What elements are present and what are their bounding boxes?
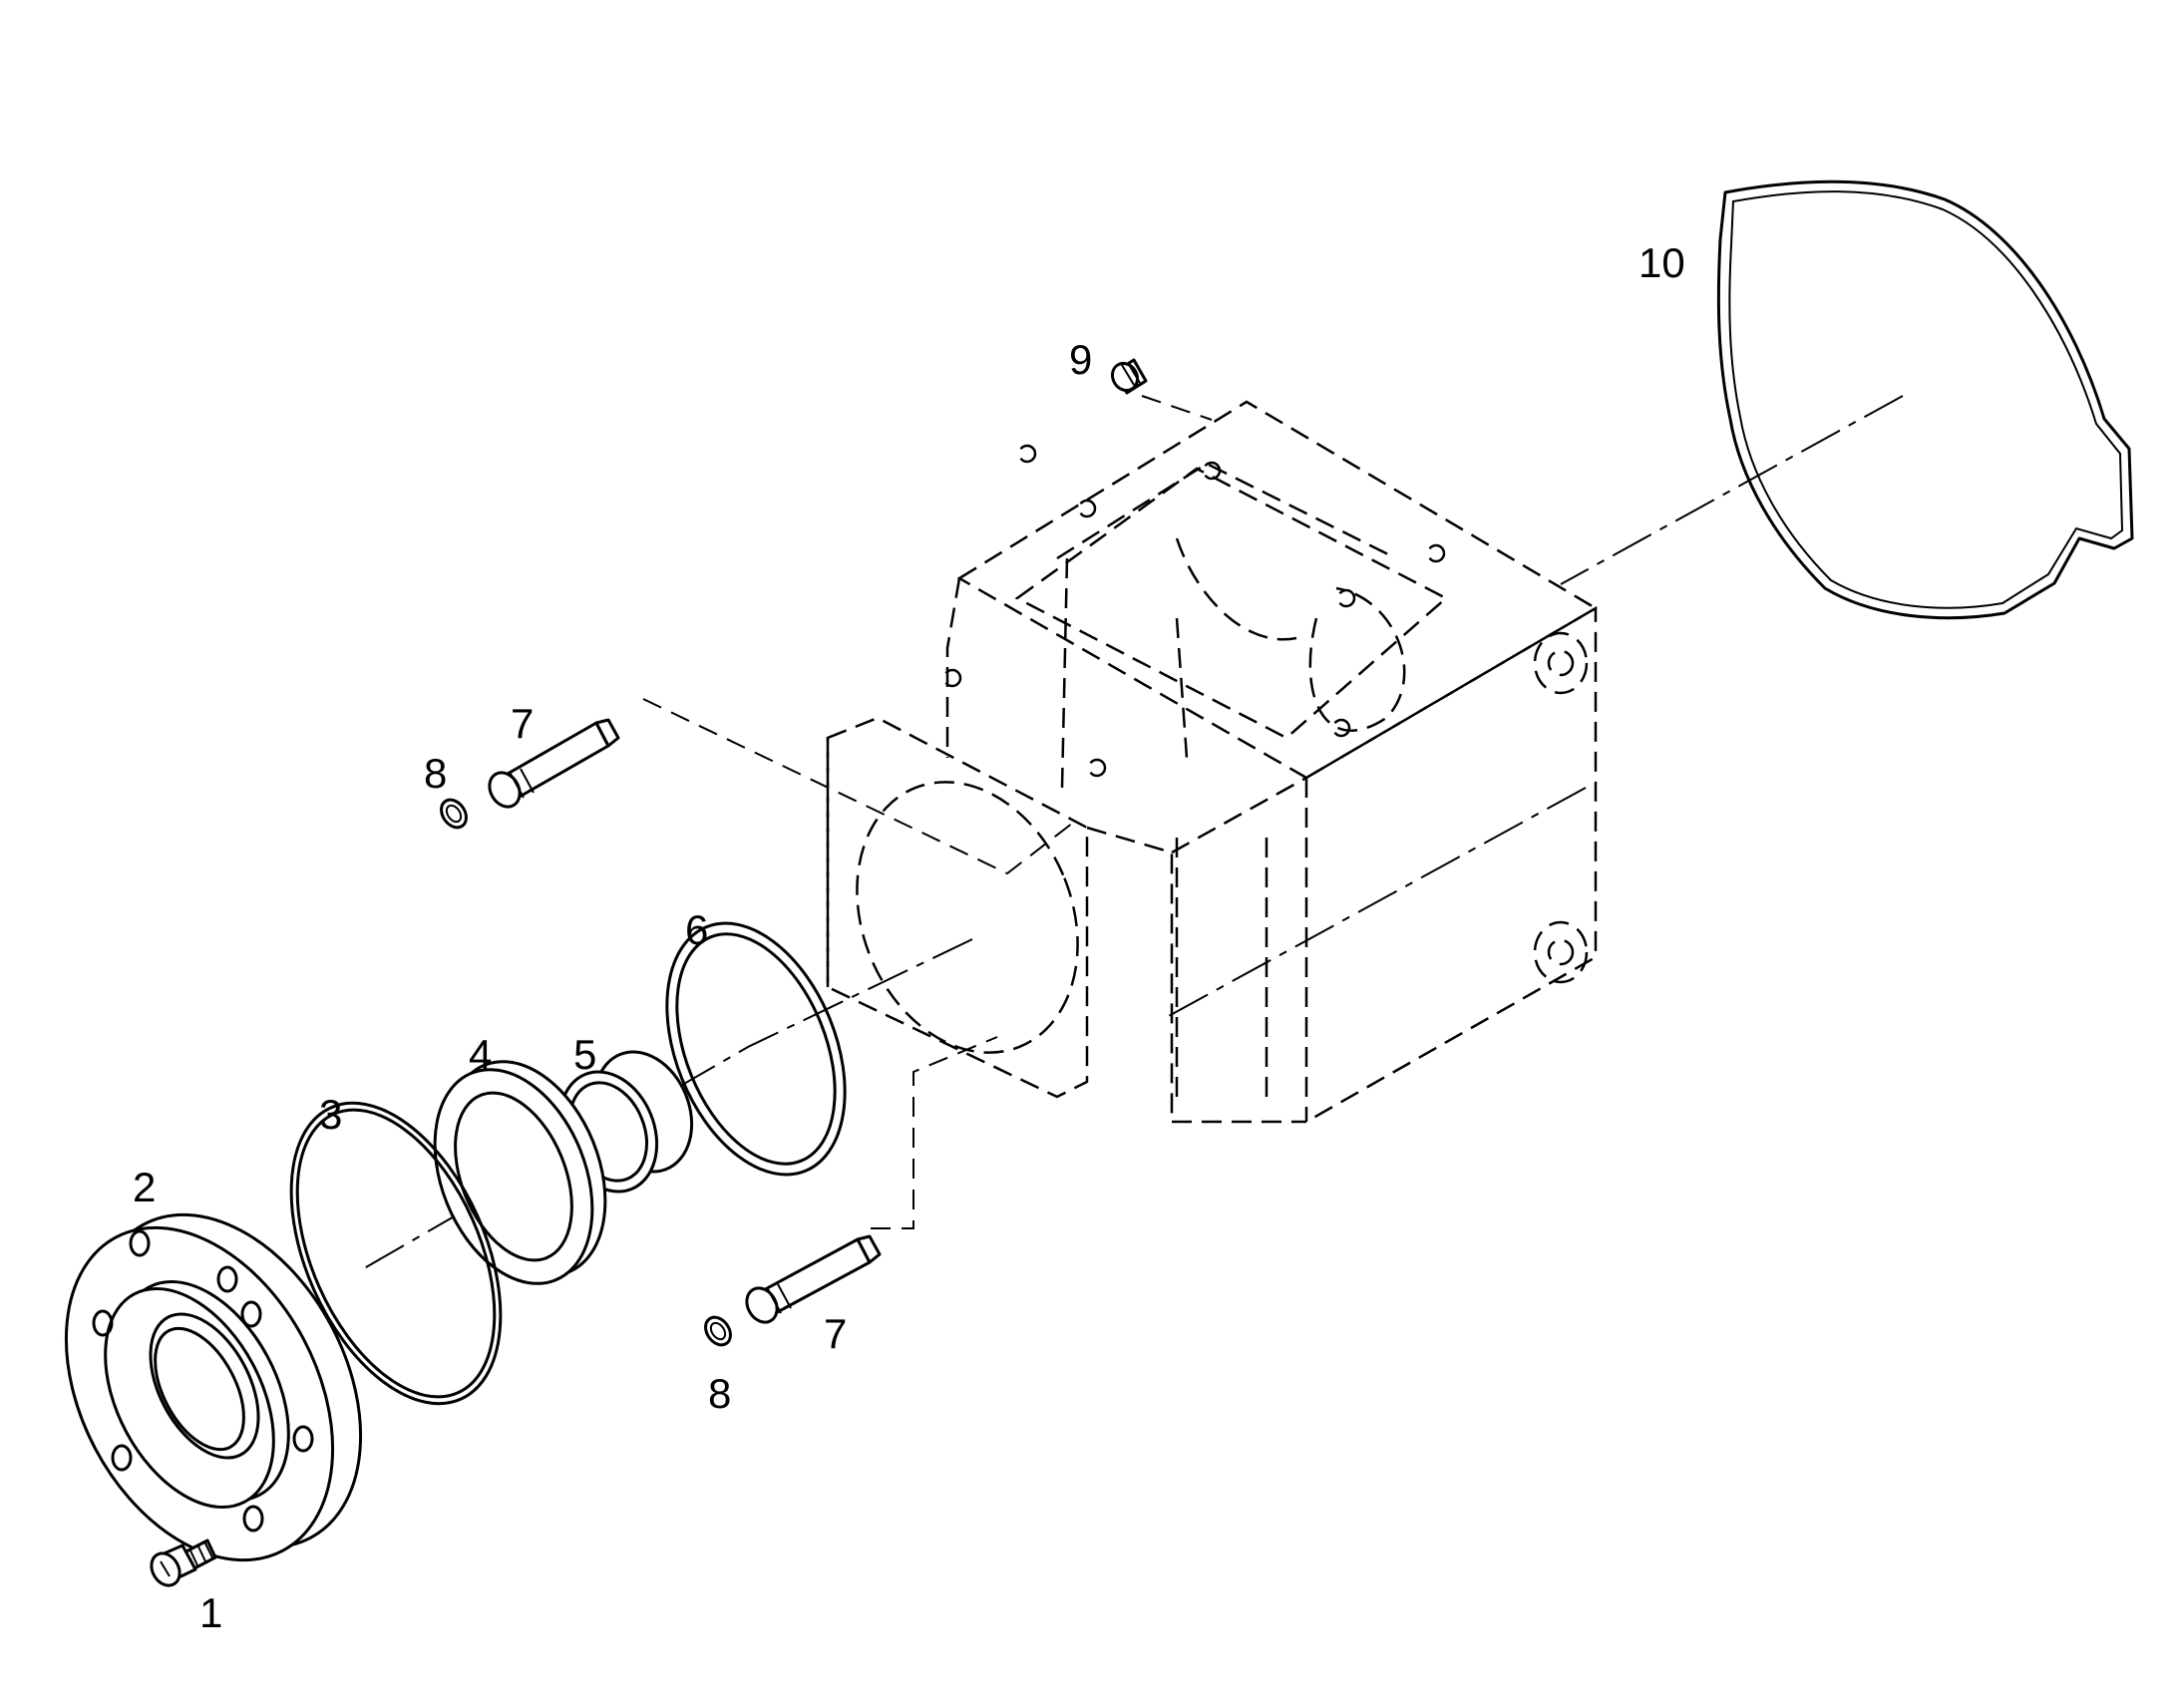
seal-ring-part-4 — [433, 1060, 607, 1285]
washer-part-8-lower — [704, 1315, 732, 1347]
callout-6: 6 — [685, 906, 708, 953]
callout-10: 10 — [1638, 239, 1685, 286]
washer-part-8-upper — [440, 798, 468, 830]
callout-2: 2 — [133, 1164, 156, 1210]
cover-part-2 — [64, 1212, 363, 1562]
gasket-part-10 — [1716, 179, 2134, 620]
callout-1: 1 — [199, 1589, 222, 1636]
dowel-pin-part-7-upper — [488, 718, 620, 809]
oring-part-6 — [665, 921, 847, 1177]
oring-part-3 — [289, 1101, 503, 1406]
center-lines — [358, 395, 1904, 1272]
callout-labels: 1 2 3 4 5 6 7 7 8 8 9 10 — [133, 239, 1685, 1636]
callout-5: 5 — [573, 1031, 596, 1078]
bolt-part-1 — [150, 1538, 217, 1587]
callout-9: 9 — [1069, 336, 1092, 383]
callout-7-upper: 7 — [511, 700, 534, 747]
callout-4: 4 — [469, 1031, 492, 1078]
callout-3: 3 — [319, 1091, 342, 1138]
callout-8-lower: 8 — [708, 1370, 731, 1417]
callout-7-lower: 7 — [824, 1310, 847, 1357]
plug-part-9 — [1110, 358, 1148, 395]
transmission-housing — [826, 400, 1599, 1124]
callout-8-upper: 8 — [424, 750, 447, 797]
dowel-pin-part-7-lower — [745, 1234, 882, 1324]
